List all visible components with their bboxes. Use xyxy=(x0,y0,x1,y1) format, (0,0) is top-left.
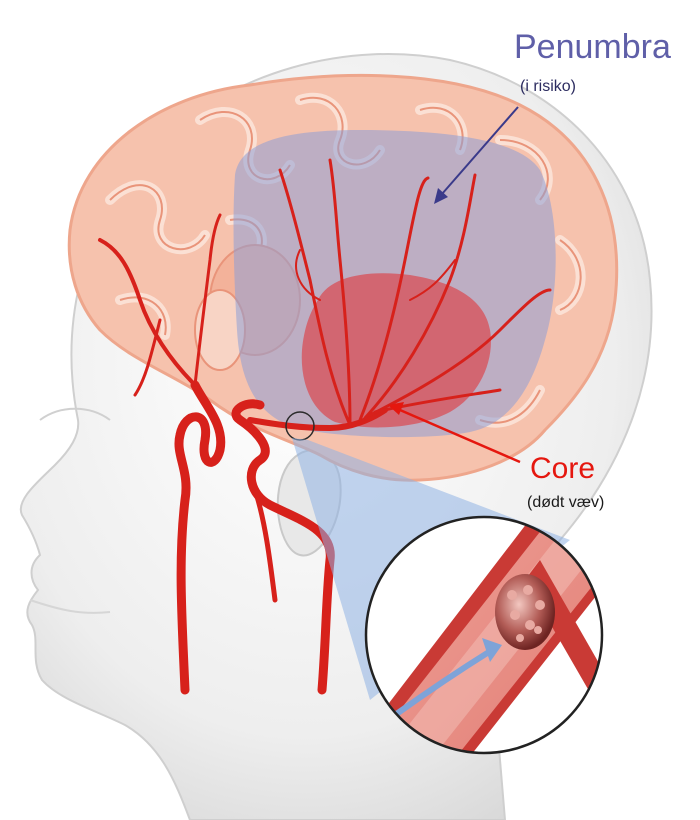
core-subtitle: (dødt væv) xyxy=(527,494,604,512)
penumbra-subtitle: (i risiko) xyxy=(520,78,576,96)
clot-icon xyxy=(495,574,555,650)
core-title: Core xyxy=(530,452,595,486)
penumbra-title: Penumbra xyxy=(514,28,671,67)
